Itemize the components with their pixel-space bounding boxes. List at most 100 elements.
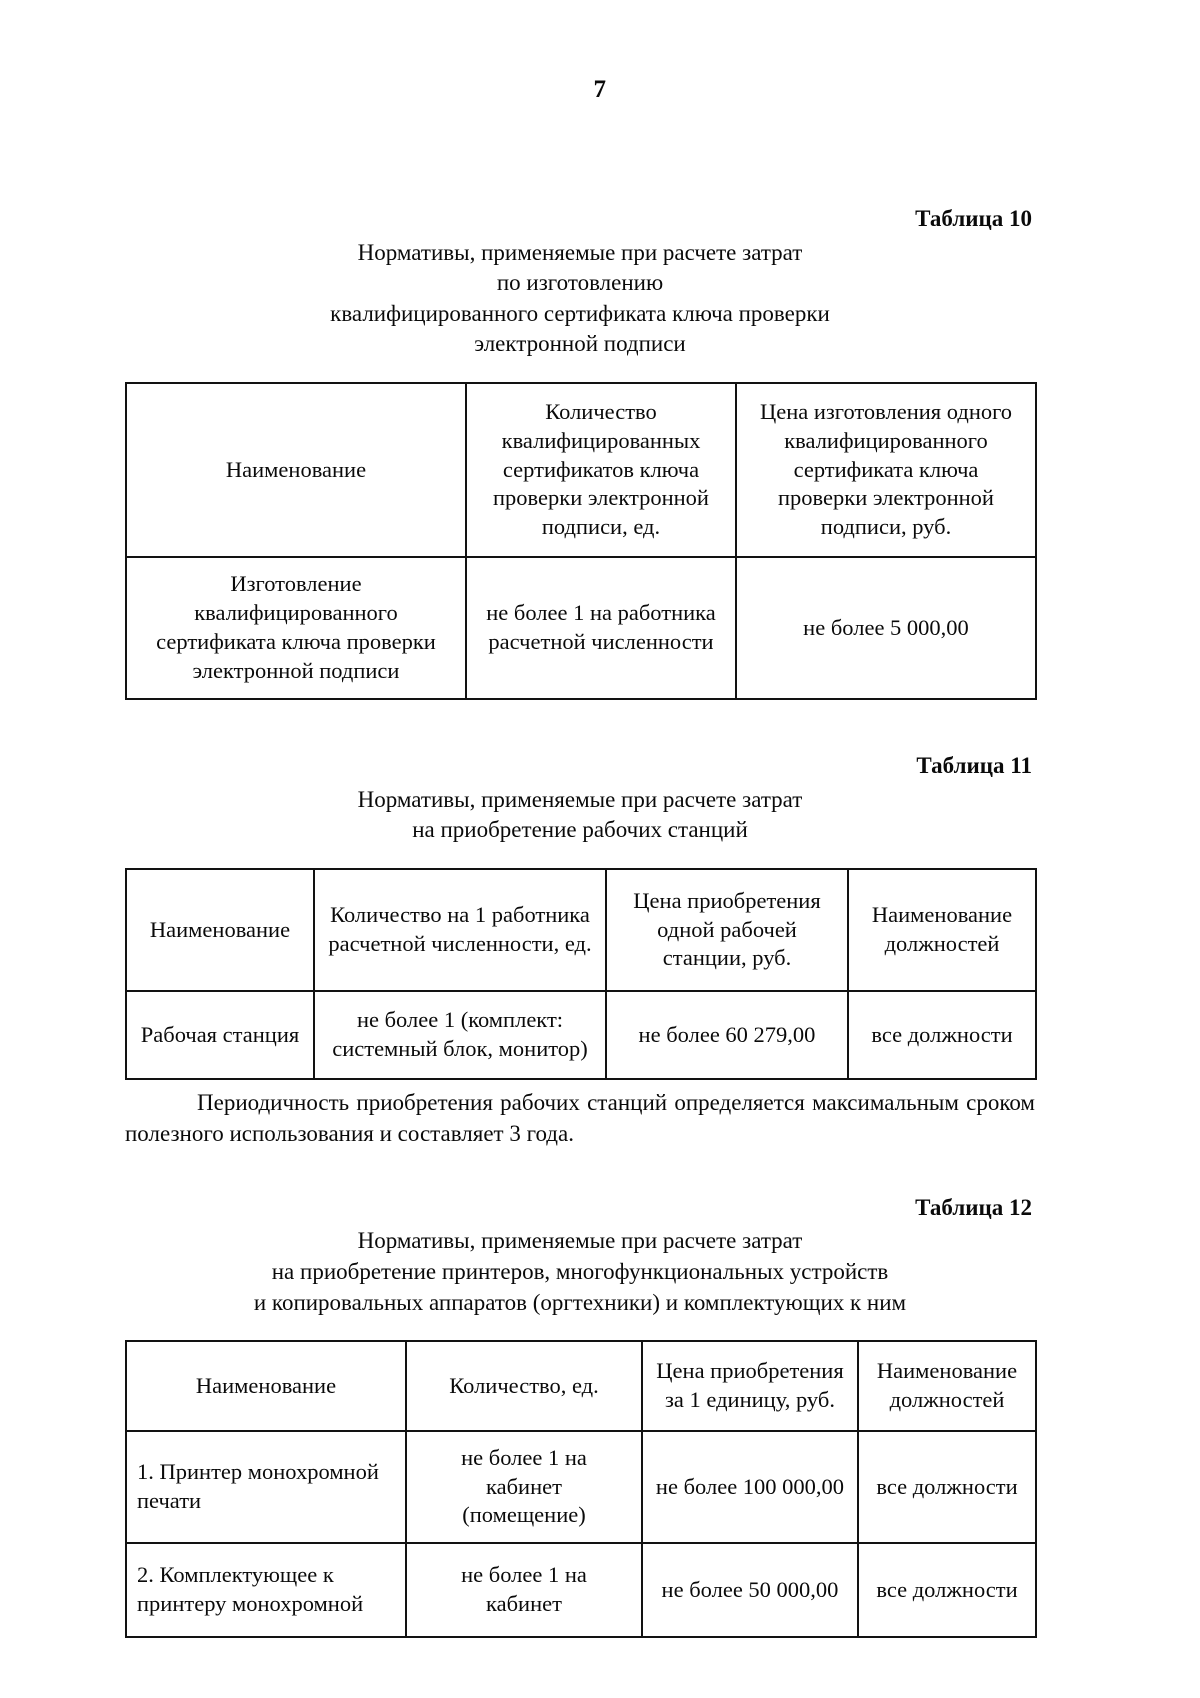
table-12-title-line-1: Нормативы, применяемые при расчете затра… (357, 1228, 803, 1254)
cell-text: системный блок, монитор) (332, 1035, 588, 1061)
table-10-title-line-2: по изготовлению (496, 270, 664, 296)
table-11-label: Таблица 11 (916, 753, 1032, 779)
header-text: подписи, ед. (541, 514, 661, 540)
table-11-header-cell-quantity: Количество на 1 работника расчетной числ… (313, 867, 607, 992)
header-text: Цена изготовления одного (759, 399, 1013, 425)
table-11-title: Нормативы, применяемые при расчете затра… (125, 785, 1035, 846)
header-text: сертификатов ключа (502, 456, 700, 482)
cell-text: не более 100 000,00 (655, 1473, 845, 1499)
table-10-title-line-4: электронной подписи (474, 331, 686, 357)
table-12-cell-price: не более 100 000,00 (641, 1430, 859, 1545)
header-text: Наименование (225, 456, 367, 482)
table-11-cell-name: Рабочая станция (125, 989, 315, 1080)
cell-text: все должности (871, 1021, 1013, 1047)
page-number: 7 (593, 76, 607, 103)
cell-text: принтеру монохромной (137, 1591, 364, 1617)
cell-text: 1. Принтер монохромной (137, 1459, 379, 1485)
table-12-title: Нормативы, применяемые при расчете затра… (125, 1226, 1035, 1318)
cell-text: электронной подписи (192, 657, 400, 683)
table-12-cell-name: 2. Комплектующее к принтеру монохромной (125, 1542, 407, 1639)
header-text: Наименование (876, 1358, 1018, 1384)
cell-text: не более 60 279,00 (638, 1021, 816, 1047)
table-12-cell-price: не более 50 000,00 (641, 1542, 859, 1639)
cell-text: все должности (876, 1473, 1018, 1499)
cell-text: кабинет (486, 1473, 562, 1499)
cell-text: (помещение) (462, 1502, 586, 1528)
header-text: проверки электронной (778, 485, 994, 511)
cell-text: Рабочая станция (140, 1021, 300, 1047)
cell-text: не более 1 на (461, 1444, 587, 1470)
cell-text: Изготовление (230, 571, 362, 597)
header-text: Цена приобретения (633, 887, 821, 913)
cell-text: квалифицированного (194, 600, 398, 626)
cell-text: не более 5 000,00 (803, 614, 969, 640)
cell-text: не более 1 на (461, 1562, 587, 1588)
table-12-cell-positions: все должности (857, 1430, 1037, 1545)
table-12-header-cell-price: Цена приобретения за 1 единицу, руб. (641, 1340, 859, 1433)
header-text: Наименование (871, 902, 1013, 928)
table-10-title-line-3: квалифицированного сертификата ключа про… (330, 300, 830, 326)
table-10-header-row: Наименование Количество квалифицированны… (125, 382, 1037, 559)
cell-text: не более 1 (комплект: (356, 1007, 564, 1033)
table-11-header-cell-name: Наименование (125, 867, 315, 992)
table-10-title: Нормативы, применяемые при расчете затра… (125, 238, 1035, 360)
cell-text: печати (137, 1488, 202, 1514)
table-11-cell-positions: все должности (847, 989, 1037, 1080)
header-text: Наименование (195, 1372, 337, 1398)
table-11: Наименование Количество на 1 работника р… (125, 867, 1037, 1080)
table-row: Рабочая станция не более 1 (комплект: си… (125, 989, 1037, 1080)
header-text: одной рабочей (657, 916, 797, 942)
header-text: должностей (889, 1387, 1005, 1413)
table-10: Наименование Количество квалифицированны… (125, 382, 1037, 701)
header-text: квалифицированного (784, 427, 988, 453)
table-10-header-cell-quantity: Количество квалифицированных сертификато… (465, 382, 737, 559)
header-text: за 1 единицу, руб. (665, 1387, 835, 1413)
header-text: сертификата ключа (793, 456, 979, 482)
table-12-cell-quantity: не более 1 на кабинет (помещение) (405, 1430, 643, 1545)
cell-text: сертификата ключа проверки (156, 629, 436, 655)
table-12-header-row: Наименование Количество, ед. Цена приобр… (125, 1340, 1037, 1433)
table-10-label: Таблица 10 (915, 206, 1032, 231)
header-text: проверки электронной (493, 485, 709, 511)
table-10-title-line-1: Нормативы, применяемые при расчете затра… (357, 239, 803, 265)
table-11-cell-quantity: не более 1 (комплект: системный блок, мо… (313, 989, 607, 1080)
header-text: Количество на 1 работника (330, 902, 590, 928)
table-11-header-cell-price: Цена приобретения одной рабочей станции,… (605, 867, 849, 992)
table-11-title-line-2: на приобретение рабочих станций (412, 817, 748, 843)
table-12-cell-positions: все должности (857, 1542, 1037, 1639)
spacer (125, 1150, 1035, 1194)
header-text: Количество (545, 399, 657, 425)
table-10-header-cell-price: Цена изготовления одного квалифицированн… (735, 382, 1037, 559)
table-11-header-cell-positions: Наименование должностей (847, 867, 1037, 992)
table-10-header-cell-name: Наименование (125, 382, 467, 559)
table-12-title-line-3: и копировальных аппаратов (оргтехники) и… (253, 1289, 907, 1315)
table-12-header-cell-positions: Наименование должностей (857, 1340, 1037, 1433)
table-10-cell-quantity: не более 1 на работника расчетной числен… (465, 556, 737, 701)
header-text: должностей (884, 930, 1000, 956)
table-10-cell-name: Изготовление квалифицированного сертифик… (125, 556, 467, 701)
table-12-cell-name: 1. Принтер монохромной печати (125, 1430, 407, 1545)
cell-text: все должности (876, 1576, 1018, 1602)
header-text: расчетной численности, ед. (328, 930, 592, 956)
table-12-title-line-2: на приобретение принтеров, многофункцион… (271, 1258, 889, 1284)
header-text: подписи, руб. (820, 514, 952, 540)
table-12-header-cell-name: Наименование (125, 1340, 407, 1433)
table-11-title-line-1: Нормативы, применяемые при расчете затра… (357, 786, 803, 812)
table-11-cell-price: не более 60 279,00 (605, 989, 849, 1080)
table-11-note: Периодичность приобретения рабочих станц… (125, 1089, 1035, 1146)
page-content: Таблица 10 Нормативы, применяемые при ра… (125, 205, 1037, 1639)
header-text: станции, руб. (662, 945, 792, 971)
header-text: Цена приобретения (656, 1358, 844, 1384)
table-12-cell-quantity: не более 1 на кабинет (405, 1542, 643, 1639)
header-text: Количество, ед. (449, 1372, 599, 1398)
table-11-header-row: Наименование Количество на 1 работника р… (125, 867, 1037, 992)
table-12-header-cell-quantity: Количество, ед. (405, 1340, 643, 1433)
table-10-cell-price: не более 5 000,00 (735, 556, 1037, 701)
cell-text: не более 1 на работника (486, 600, 716, 626)
table-12: Наименование Количество, ед. Цена приобр… (125, 1340, 1037, 1639)
table-row: 2. Комплектующее к принтеру монохромной … (125, 1542, 1037, 1639)
cell-text: не более 50 000,00 (661, 1576, 839, 1602)
cell-text: 2. Комплектующее к (137, 1562, 334, 1588)
spacer (125, 700, 1035, 752)
